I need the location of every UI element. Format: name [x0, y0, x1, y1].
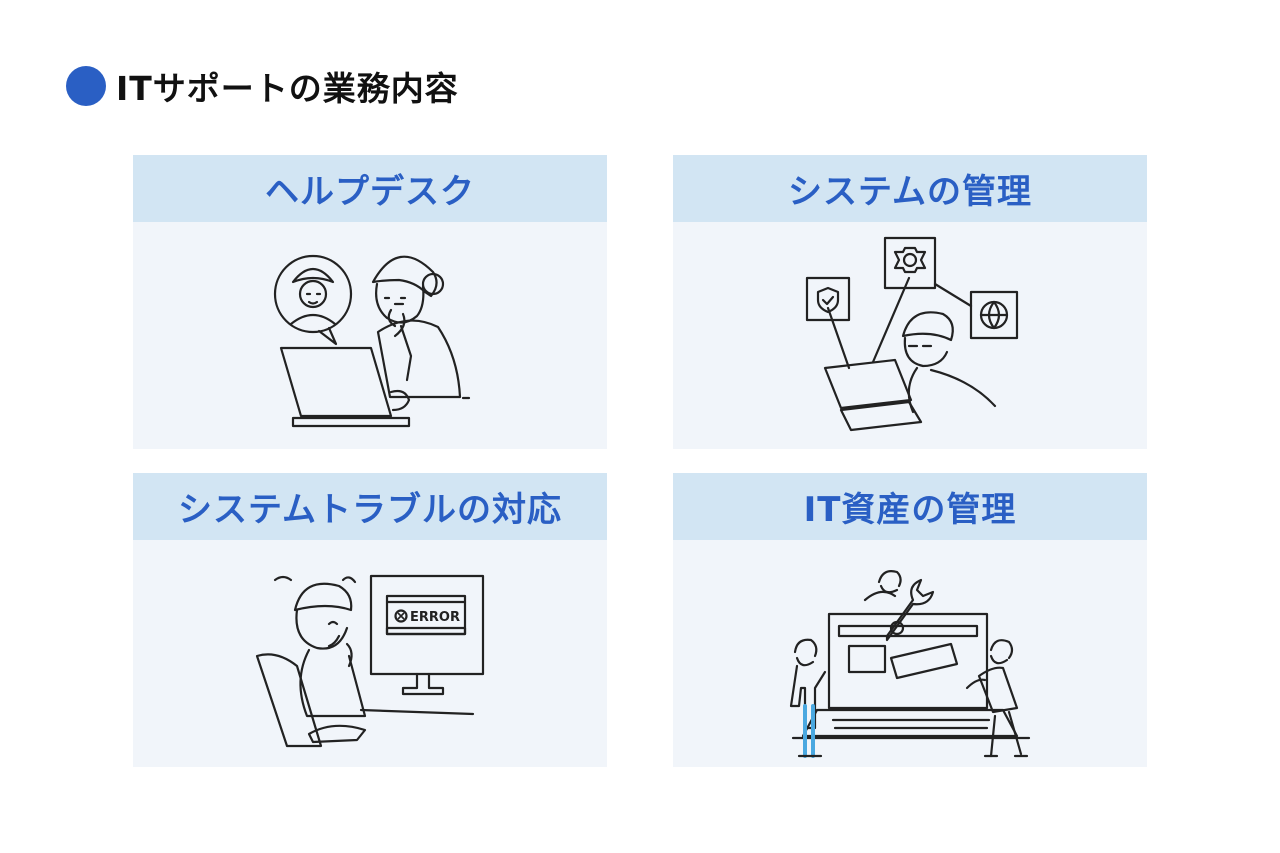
- worker-top-icon: [863, 570, 902, 602]
- engineer-person-icon: [901, 311, 997, 414]
- speech-bubble-icon: [273, 254, 353, 346]
- laptop-icon: [279, 346, 471, 428]
- office-chair-icon: [255, 653, 367, 748]
- globe-icon: [969, 290, 1019, 340]
- card-title-it-asset-management: IT資産の管理: [673, 473, 1147, 540]
- worker-left-icon: [789, 638, 827, 758]
- section-heading: ITサポートの業務内容: [66, 64, 459, 108]
- operator-person-icon: [371, 255, 462, 399]
- card-title-system-management: システムの管理: [673, 155, 1147, 222]
- card-system-trouble: システムトラブルの対応: [133, 473, 607, 767]
- shield-icon: [805, 276, 851, 322]
- it-asset-management-illustration: [673, 540, 1147, 767]
- card-it-asset-management: IT資産の管理: [673, 473, 1147, 767]
- error-alert-icon: [394, 609, 408, 623]
- worried-person-icon: [293, 582, 367, 718]
- error-label: ERROR: [410, 610, 460, 625]
- worker-right-icon: [965, 639, 1029, 758]
- gear-icon: [883, 236, 937, 290]
- card-helpdesk: ヘルプデスク: [133, 155, 607, 449]
- system-management-illustration: [673, 222, 1147, 449]
- card-title-system-trouble: システムトラブルの対応: [133, 473, 607, 540]
- monitor-icon: [369, 574, 485, 696]
- page-title: ITサポートの業務内容: [116, 69, 459, 108]
- wrench-icon: [885, 578, 935, 642]
- laptop-icon: [823, 358, 923, 432]
- system-trouble-illustration: ERROR: [133, 540, 607, 767]
- card-title-helpdesk: ヘルプデスク: [133, 155, 607, 222]
- card-system-management: システムの管理: [673, 155, 1147, 449]
- bullet-dot-icon: [66, 66, 106, 106]
- helpdesk-operator-illustration: [133, 222, 607, 449]
